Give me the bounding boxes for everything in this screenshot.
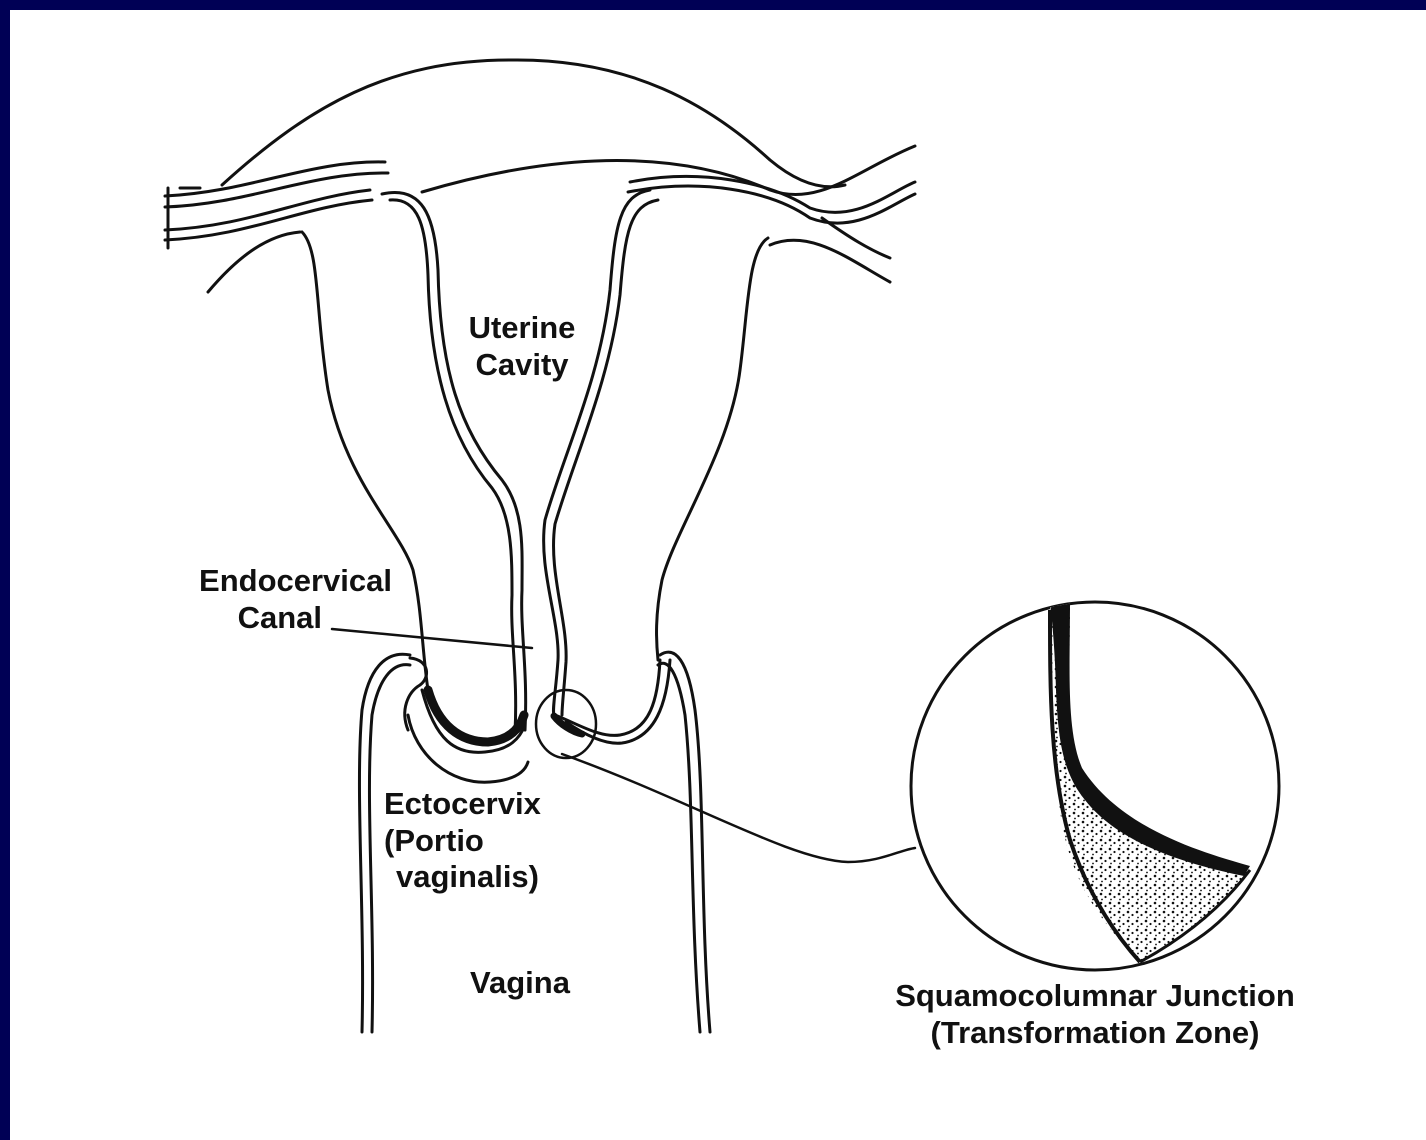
cavity-lining-right-inner xyxy=(554,200,658,715)
right-tube-line-2 xyxy=(630,176,915,212)
label-ectocervix-line1: Ectocervix xyxy=(384,786,541,823)
ectocervix-left-lip-base xyxy=(408,715,528,782)
right-uterine-wall xyxy=(657,238,768,660)
label-squamocolumnar-junction-line1: Squamocolumnar Junction xyxy=(850,978,1340,1015)
label-uterine-cavity: Uterine Cavity xyxy=(442,310,602,383)
label-endocervical-canal-line2: Canal xyxy=(160,600,392,637)
label-uterine-cavity-line1: Uterine xyxy=(442,310,602,347)
cavity-lining-left-outer xyxy=(382,192,526,730)
cavity-lining-left-inner xyxy=(390,200,516,732)
label-vagina: Vagina xyxy=(470,965,570,1002)
right-outer-curve-2 xyxy=(822,218,890,258)
label-ectocervix: Ectocervix (Portio vaginalis) xyxy=(384,786,541,896)
left-outer-curve xyxy=(208,232,300,292)
label-squamocolumnar-junction: Squamocolumnar Junction (Transformation … xyxy=(850,978,1340,1051)
right-fornix-inner xyxy=(658,663,700,1032)
label-endocervical-canal-line1: Endocervical xyxy=(160,563,392,600)
label-squamocolumnar-junction-line2: (Transformation Zone) xyxy=(850,1015,1340,1052)
right-outer-curve xyxy=(770,240,890,282)
cavity-lining-right-outer xyxy=(544,190,650,715)
zoom-junction-detail xyxy=(1050,600,1250,962)
label-ectocervix-line3: vaginalis) xyxy=(384,859,541,896)
label-endocervical-canal: Endocervical Canal xyxy=(160,563,392,636)
zoom-connector-line xyxy=(562,754,915,862)
diagram-canvas: Uterine Cavity Endocervical Canal Ectoce… xyxy=(10,10,1426,1140)
label-ectocervix-line2: (Portio xyxy=(384,823,541,860)
label-uterine-cavity-line2: Cavity xyxy=(442,347,602,384)
